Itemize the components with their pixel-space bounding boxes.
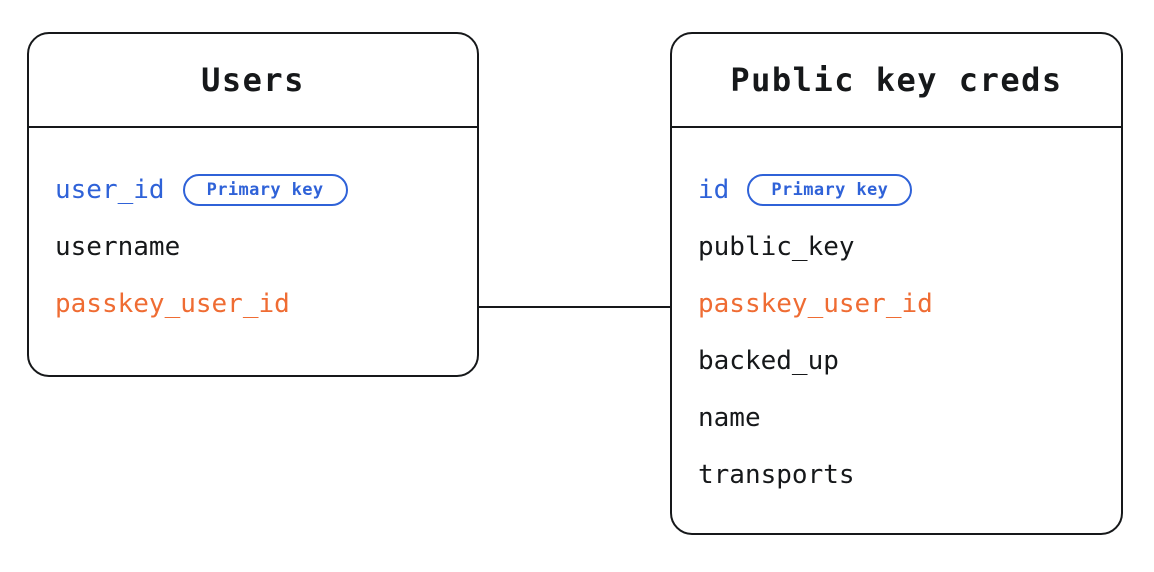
relationship-line-users-to-public-key-creds [478,306,671,308]
attribute-row-user-id[interactable]: user_id Primary key [29,161,477,218]
entity-header-public-key-creds: Public key creds [672,34,1121,128]
primary-key-badge: Primary key [747,173,913,206]
attribute-row-backed-up[interactable]: backed_up [672,332,1121,389]
attribute-name-name: name [698,402,761,433]
entity-attributes-public-key-creds: id Primary key public_key passkey_user_i… [672,128,1121,533]
attribute-row-username[interactable]: username [29,218,477,275]
attribute-name-public-key: public_key [698,231,855,262]
attribute-row-name[interactable]: name [672,389,1121,446]
entity-title-public-key-creds: Public key creds [730,61,1063,99]
entity-title-users: Users [201,61,305,99]
attribute-name-user-id: user_id [55,174,165,205]
attribute-name-backed-up: backed_up [698,345,839,376]
attribute-name-transports: transports [698,459,855,490]
attribute-row-passkey-user-id[interactable]: passkey_user_id [672,275,1121,332]
attribute-row-public-key[interactable]: public_key [672,218,1121,275]
primary-key-badge: Primary key [182,173,348,206]
attribute-row-transports[interactable]: transports [672,446,1121,503]
entity-card-users[interactable]: Users user_id Primary key username passk… [27,32,479,377]
attribute-name-passkey-user-id: passkey_user_id [55,288,290,319]
entity-attributes-users: user_id Primary key username passkey_use… [29,128,477,375]
attribute-name-id: id [698,174,730,205]
attribute-row-passkey-user-id[interactable]: passkey_user_id [29,275,477,332]
entity-header-users: Users [29,34,477,128]
attribute-name-passkey-user-id: passkey_user_id [698,288,933,319]
attribute-name-username: username [55,231,181,262]
entity-card-public-key-creds[interactable]: Public key creds id Primary key public_k… [670,32,1123,535]
attribute-row-id[interactable]: id Primary key [672,161,1121,218]
